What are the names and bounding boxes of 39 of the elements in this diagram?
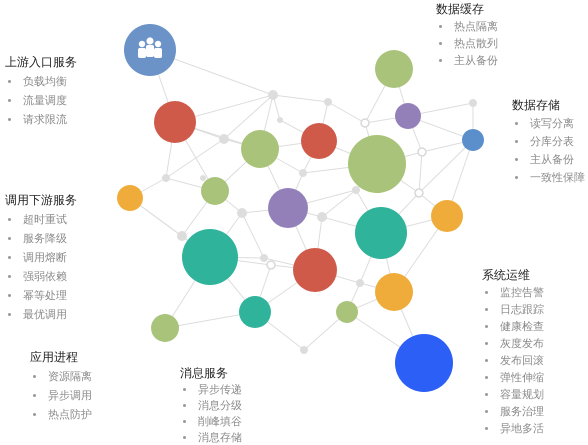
group-heading: 消息服务 (180, 366, 229, 381)
bullet-item: 读写分离 (530, 117, 574, 130)
bullet-item: 消息分级 (198, 399, 242, 412)
bullet-item: 容量规划 (500, 388, 544, 402)
bullet-item: 请求限流 (23, 113, 67, 126)
bullet-item: 主从备份 (530, 153, 574, 166)
bullet-item: 异步传递 (198, 383, 242, 396)
group-heading: 系统运维 (482, 268, 531, 283)
group-heading: 调用下游服务 (5, 193, 77, 208)
bullet-item: 异步调用 (48, 389, 92, 402)
bullet-item: 健康检查 (500, 320, 544, 334)
bullet-item: 主从备份 (454, 54, 498, 68)
bullet-item: 热点散列 (454, 37, 498, 50)
bullet-item: 超时重试 (23, 213, 67, 226)
group-heading: 应用进程 (30, 350, 79, 365)
bullet-item: 幂等处理 (23, 289, 67, 302)
bullet-item: 流量调度 (23, 94, 67, 108)
bullet-item: 弹性伸缩 (500, 371, 544, 384)
bullet-item: 削峰填谷 (198, 415, 242, 428)
group-heading: 数据存储 (512, 98, 561, 113)
group-heading: 数据缓存 (436, 2, 485, 17)
bullet-item: 灰度发布 (500, 337, 544, 350)
bullet-item: 分库分表 (530, 135, 574, 148)
group-heading: 上游入口服务 (5, 55, 77, 70)
bullet-item: 异地多活 (500, 422, 544, 436)
bullet-item: 负载均衡 (23, 75, 67, 88)
bullet-item: 服务治理 (500, 405, 544, 418)
bullet-item: 消息存储 (198, 431, 242, 444)
bullet-item: 强弱依赖 (23, 270, 67, 284)
bullet-item: 热点防护 (48, 408, 92, 422)
bullet-item: 热点隔离 (454, 20, 498, 34)
bullet-item: 一致性保障 (530, 171, 585, 184)
bullet-item: 调用熔断 (23, 251, 67, 264)
bullet-item: 监控告警 (500, 286, 544, 300)
bullet-item: 服务降级 (23, 232, 67, 246)
bullet-item: 资源隔离 (48, 370, 92, 384)
bullet-item: 发布回滚 (500, 354, 544, 368)
bullet-item: 最优调用 (23, 308, 67, 322)
bullet-item: 日志跟踪 (500, 303, 544, 316)
